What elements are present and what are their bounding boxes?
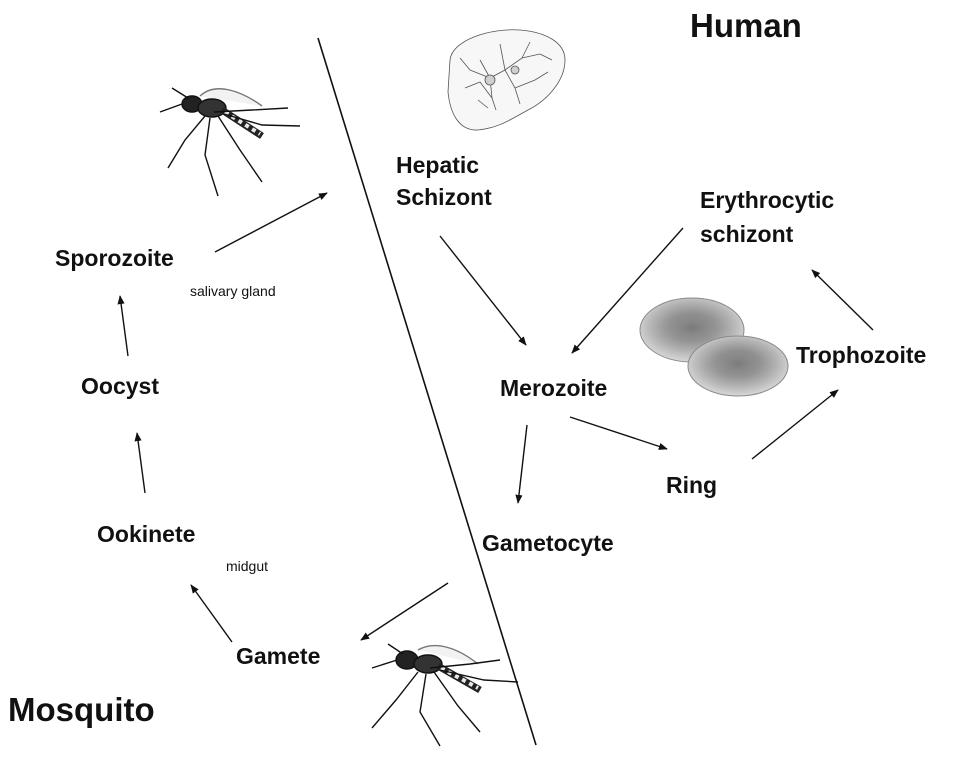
ring-label: Ring	[666, 470, 717, 500]
arrow-gamete-to-ookinete	[191, 585, 232, 642]
arrow-merozoite-to-ring	[570, 417, 667, 449]
mosquito-icon	[372, 644, 518, 746]
arrow-merozoite-to-gametocyte	[518, 425, 527, 503]
mosquito-icon	[160, 88, 300, 196]
hepatic-schizont-label-line2: Schizont	[396, 182, 492, 212]
red-blood-cells-icon	[640, 298, 788, 396]
human-host-label: Human	[690, 6, 802, 46]
arrow-ookinete-to-oocyst	[137, 433, 145, 493]
erythrocytic-schizont-label-line2: schizont	[700, 219, 793, 249]
gamete-label: Gamete	[236, 641, 320, 671]
arrow-oocyst-to-sporozoite	[120, 296, 128, 356]
ookinete-label: Ookinete	[97, 519, 195, 549]
mosquito-host-label: Mosquito	[8, 690, 155, 730]
arrow-ring-to-trophozoite	[752, 390, 838, 459]
midgut-label: midgut	[226, 557, 268, 575]
salivary-gland-label: salivary gland	[190, 282, 276, 300]
arrow-hepatic-schizont-to-merozoite	[440, 236, 526, 345]
trophozoite-label: Trophozoite	[796, 340, 926, 370]
sporozoite-label: Sporozoite	[55, 243, 174, 273]
arrow-trophozoite-to-erythrocytic-schizont	[812, 270, 873, 330]
merozoite-label: Merozoite	[500, 373, 607, 403]
erythrocytic-schizont-label-line1: Erythrocytic	[700, 185, 834, 215]
oocyst-label: Oocyst	[81, 371, 159, 401]
arrow-sporozoite-to-human	[215, 193, 327, 252]
arrow-gametocyte-to-gamete	[361, 583, 448, 640]
gametocyte-label: Gametocyte	[482, 528, 614, 558]
liver-icon	[448, 30, 565, 130]
hepatic-schizont-label-line1: Hepatic	[396, 150, 479, 180]
